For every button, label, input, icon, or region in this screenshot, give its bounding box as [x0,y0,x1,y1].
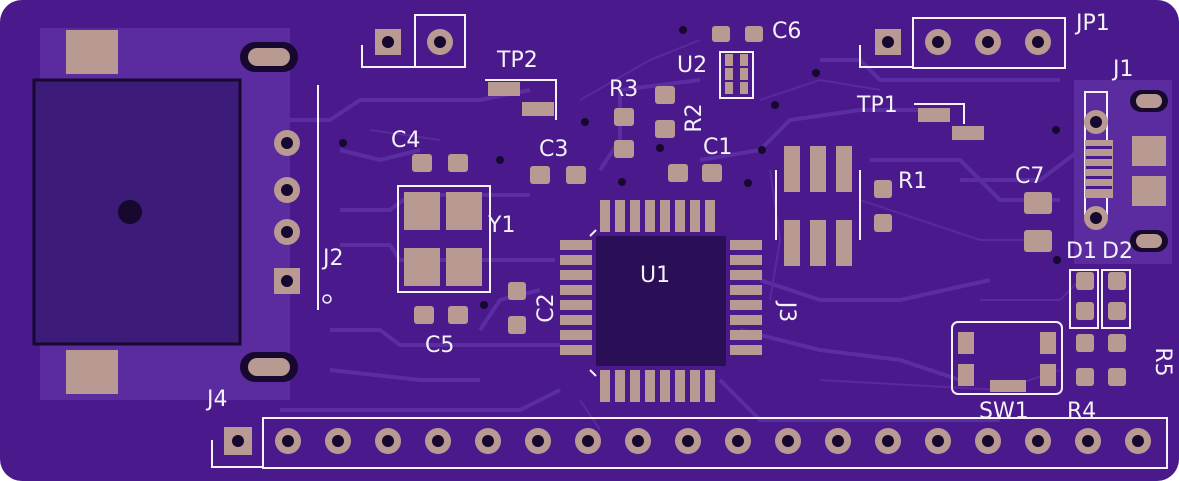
u1-pins [560,200,762,402]
label-tp1: TP1 [856,93,898,118]
label-r5: R5 [1150,347,1175,376]
label-jp1: JP1 [1074,11,1110,36]
label-j2: J2 [321,246,344,271]
label-j3: J3 [774,300,799,323]
label-r3: R3 [609,77,638,102]
label-u2: U2 [677,53,707,78]
label-sw1: SW1 [979,399,1029,424]
u1-chip-body [596,236,726,366]
label-d1: D1 [1066,239,1097,264]
j2-header [274,130,300,294]
label-c1: C1 [703,135,732,160]
usb-shield-pad-top [66,30,118,74]
label-c3: C3 [539,137,568,162]
label-j1: J1 [1111,57,1134,82]
label-c4: C4 [391,128,420,153]
label-r1: R1 [898,169,927,194]
vias [339,26,1061,309]
label-r2: R2 [682,103,707,132]
usb-shield-pad-bottom [66,350,118,394]
label-c2: C2 [534,293,559,322]
label-tp2: TP2 [496,48,538,73]
label-d2: D2 [1102,239,1133,264]
label-c6: C6 [772,19,801,44]
silkscreen-labels: TP2 C6 U2 JP1 J1 R3 R2 TP1 C4 C3 C1 R1 C… [205,11,1175,424]
usb-mount-hole [118,200,142,224]
j4-outline [262,417,1168,469]
label-y1: Y1 [487,213,515,238]
label-r4: R4 [1067,399,1096,424]
label-u1: U1 [640,263,670,288]
j4-header-pins [224,427,1151,455]
label-c5: C5 [425,333,454,358]
label-c7: C7 [1015,164,1044,189]
label-j4: J4 [205,387,228,412]
